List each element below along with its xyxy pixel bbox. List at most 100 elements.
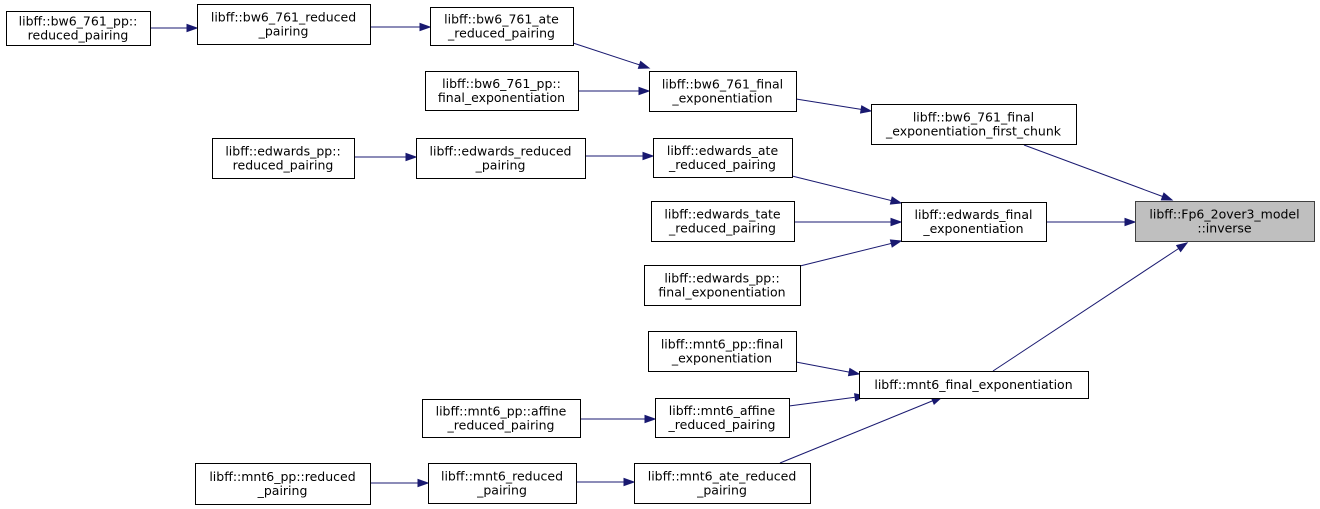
node-box: [6, 11, 151, 46]
node-edw-pp-reduced[interactable]: libff::edwards_pp::reduced_pairing: [212, 138, 355, 179]
node-mnt6-final[interactable]: libff::mnt6_final_exponentiation: [859, 371, 1089, 399]
node-box: [649, 71, 797, 112]
arrow-head-icon: [847, 367, 861, 377]
node-bw6-pp-final[interactable]: libff::bw6_761_pp::final_exponentiation: [425, 71, 579, 111]
node-box: [428, 463, 577, 504]
arrow-head-icon: [637, 60, 651, 69]
edge-edw-final-to-fp6-inverse: [1046, 217, 1137, 227]
arrow-head-icon: [859, 105, 873, 114]
edge-edw-pp-reduced-to-edw-reduced: [354, 152, 418, 162]
edge-line: [572, 42, 640, 66]
node-mnt6-reduced[interactable]: libff::mnt6_reduced_pairing: [428, 463, 577, 504]
node-bw6-pp-reduced[interactable]: libff::bw6_761_pp::reduced_pairing: [6, 11, 151, 46]
node-label-line: libff::bw6_761_pp::: [19, 14, 138, 29]
node-mnt6-pp-final[interactable]: libff::mnt6_pp::final_exponentiation: [648, 331, 797, 372]
node-label-line: reduced_pairing: [28, 28, 129, 43]
node-box: [197, 4, 371, 45]
arrow-head-icon: [890, 217, 903, 227]
edge-edw-reduced-to-edw-ate-reduced: [585, 151, 655, 161]
node-box: [644, 265, 801, 306]
node-box: [901, 202, 1047, 242]
arrow-head-icon: [1160, 192, 1174, 201]
node-label-line: libff::bw6_761_reduced: [211, 10, 356, 25]
node-label-line: libff::mnt6_ate_reduced: [648, 469, 797, 484]
node-box: [430, 7, 574, 46]
node-label-line: _exponentiation: [922, 221, 1023, 236]
node-edw-pp-final[interactable]: libff::edwards_pp::final_exponentiation: [644, 265, 801, 306]
edge-bw6-pp-reduced-to-bw6-reduced: [150, 23, 199, 33]
arrow-head-icon: [644, 414, 657, 424]
node-label-line: libff::mnt6_pp::affine: [436, 404, 567, 419]
node-bw6-ate-reduced[interactable]: libff::bw6_761_ate_reduced_pairing: [430, 7, 574, 46]
node-label-line: ::inverse: [1197, 221, 1252, 236]
edge-line: [791, 175, 892, 202]
node-label-line: libff::edwards_pp::: [225, 144, 340, 159]
node-bw6-final[interactable]: libff::bw6_761_final_exponentiation: [649, 71, 797, 112]
node-label-line: libff::mnt6_pp::reduced: [209, 469, 355, 484]
edge-line: [799, 242, 892, 267]
node-label-line: libff::edwards_ate: [667, 143, 779, 158]
node-label-line: libff::edwards_pp::: [664, 271, 779, 286]
edge-bw6-reduced-to-bw6-ate-reduced: [370, 22, 432, 32]
node-mnt6-pp-reduced[interactable]: libff::mnt6_pp::reduced_pairing: [195, 463, 371, 505]
node-box: [212, 138, 355, 179]
node-box: [425, 71, 579, 111]
node-edw-final[interactable]: libff::edwards_final_exponentiation: [901, 202, 1047, 242]
node-box: [416, 138, 586, 179]
node-label-line: _reduced_pairing: [668, 221, 776, 236]
node-mnt6-ate-reduced[interactable]: libff::mnt6_ate_reduced_pairing: [634, 463, 811, 504]
node-label-line: libff::mnt6_pp::final: [661, 337, 783, 352]
nodes-layer: libff::bw6_761_pp::reduced_pairinglibff:…: [6, 4, 1315, 505]
node-bw6-final-first[interactable]: libff::bw6_761_final_exponentiation_firs…: [871, 104, 1077, 145]
node-box: [195, 463, 371, 505]
node-box: [634, 463, 811, 504]
node-mnt6-pp-affine[interactable]: libff::mnt6_pp::affine_reduced_pairing: [422, 399, 581, 438]
node-label-line: libff::edwards_final: [915, 207, 1033, 222]
edge-bw6-ate-reduced-to-bw6-final: [572, 42, 651, 69]
edge-edw-tate-reduced-to-edw-final: [794, 217, 903, 227]
node-label-line: final_exponentiation: [438, 90, 565, 105]
node-label-line: _reduced_pairing: [447, 26, 555, 41]
edge-bw6-final-first-to-fp6-inverse: [1023, 144, 1174, 201]
arrow-head-icon: [417, 478, 430, 488]
arrow-head-icon: [889, 196, 903, 205]
node-label-line: _pairing: [475, 158, 526, 173]
edge-bw6-pp-final-to-bw6-final: [578, 86, 651, 96]
node-box: [859, 371, 1089, 399]
arrow-head-icon: [638, 86, 651, 96]
edge-mnt6-affine-to-mnt6-final: [788, 393, 867, 407]
node-label-line: final_exponentiation: [658, 285, 785, 300]
node-edw-tate-reduced[interactable]: libff::edwards_tate_reduced_pairing: [651, 201, 795, 242]
arrow-head-icon: [186, 23, 199, 33]
edge-line: [1023, 144, 1163, 197]
edge-line: [795, 361, 850, 373]
edge-edw-ate-reduced-to-edw-final: [791, 175, 903, 205]
node-label-line: libff::bw6_761_final: [662, 77, 783, 92]
edge-bw6-final-to-bw6-final-first: [795, 98, 873, 114]
node-fp6-inverse[interactable]: libff::Fp6_2over3_model::inverse: [1135, 201, 1315, 242]
edges-layer: [150, 22, 1189, 488]
node-mnt6-affine[interactable]: libff::mnt6_affine_reduced_pairing: [655, 398, 790, 438]
node-label-line: _exponentiation: [671, 91, 772, 106]
node-box: [651, 201, 795, 242]
edge-line: [992, 248, 1179, 372]
node-box: [422, 399, 581, 438]
edge-line: [788, 396, 856, 407]
node-label-line: reduced_pairing: [233, 158, 334, 173]
node-label-line: libff::mnt6_reduced: [441, 469, 563, 484]
arrow-head-icon: [405, 152, 418, 162]
node-box: [871, 104, 1077, 145]
arrow-head-icon: [889, 239, 903, 248]
arrow-head-icon: [642, 151, 655, 161]
node-edw-ate-reduced[interactable]: libff::edwards_ate_reduced_pairing: [653, 138, 793, 178]
edge-mnt6-pp-final-to-mnt6-final: [795, 361, 861, 377]
node-label-line: libff::bw6_761_ate: [444, 12, 559, 27]
edge-mnt6-final-to-fp6-inverse: [992, 242, 1189, 372]
node-box: [1135, 201, 1315, 242]
node-bw6-reduced[interactable]: libff::bw6_761_reduced_pairing: [197, 4, 371, 45]
node-edw-reduced[interactable]: libff::edwards_reduced_pairing: [416, 138, 586, 179]
edge-edw-pp-final-to-edw-final: [799, 239, 903, 267]
node-label-line: _pairing: [258, 24, 309, 39]
edge-mnt6-pp-affine-to-mnt6-affine: [580, 414, 657, 424]
